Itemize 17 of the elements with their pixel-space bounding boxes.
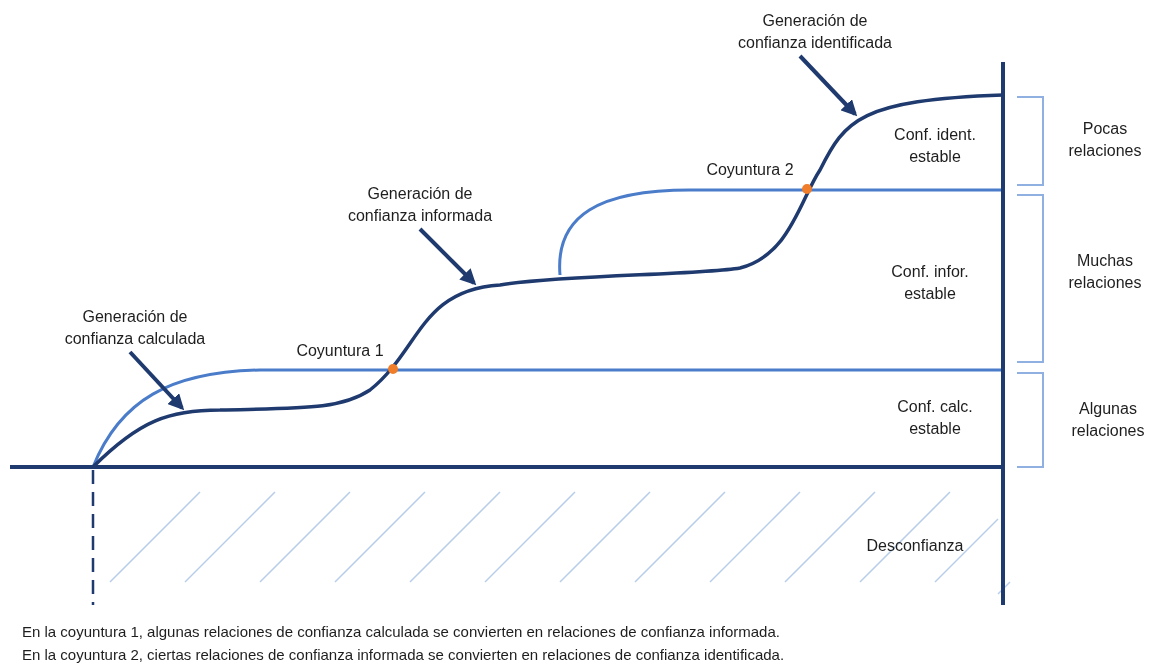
junction-label: Coyuntura 2	[705, 160, 795, 180]
range-label: Pocas relaciones	[1067, 119, 1143, 161]
annotation-text: Generación de confianza identificada	[730, 10, 900, 54]
range-label: Algunas relaciones	[1070, 399, 1146, 441]
zone-label: Conf. infor. estable	[890, 262, 970, 304]
range-label: Muchas relaciones	[1067, 251, 1143, 293]
zone-label: Desconfianza	[865, 536, 965, 556]
annotation-text: Generación de confianza informada	[335, 183, 505, 227]
zone-label: Conf. calc. estable	[896, 397, 974, 439]
note-text: En la coyuntura 2, ciertas relaciones de confianza informada se convierten en relaciones de confianza identificada.	[22, 645, 785, 665]
arrow	[128, 350, 185, 411]
annotation-text: Generación de confianza calculada	[50, 306, 220, 350]
arrow	[798, 54, 858, 117]
note-text: En la coyuntura 1, algunas relaciones de confianza calculada se convierten en relaciones de confianza informada.	[22, 622, 780, 642]
arrow	[418, 227, 477, 286]
junction-label: Coyuntura 1	[295, 341, 385, 361]
zone-label: Conf. ident. estable	[893, 125, 977, 167]
